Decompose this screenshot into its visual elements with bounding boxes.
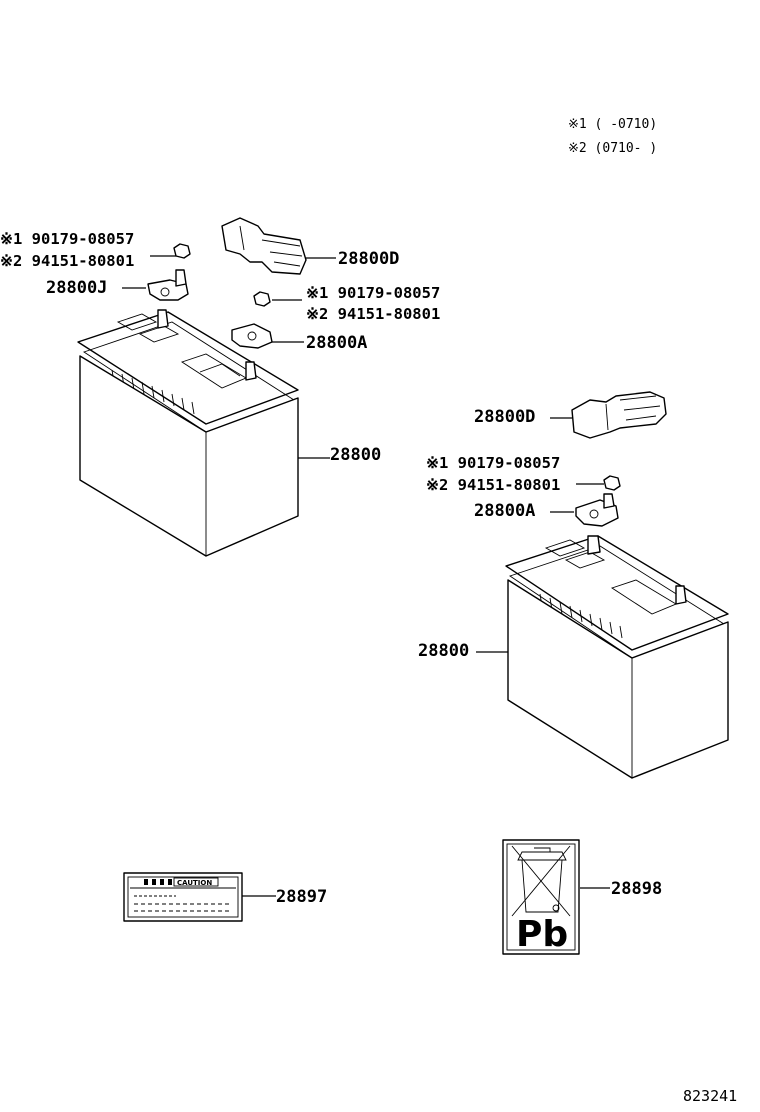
left-terminal-cover-icon — [221, 217, 307, 275]
right-bolt-label-1[interactable]: ※1 90179-08057 — [426, 454, 560, 472]
right-battery-group: 28800D ※1 90179-08057 ※2 94151-80801 288… — [418, 391, 729, 779]
left-bolt-label-1[interactable]: ※1 90179-08057 — [0, 230, 134, 248]
right-cover-label[interactable]: 28800D — [474, 407, 535, 427]
left-battery-icon — [77, 309, 299, 557]
left-battery-label[interactable]: 28800 — [330, 445, 381, 465]
left-terminal-j-label[interactable]: 28800J — [46, 278, 107, 298]
right-battery-label[interactable]: 28800 — [418, 641, 469, 661]
recycle-label-part[interactable]: 28898 — [611, 879, 662, 899]
right-terminal-cover-icon — [571, 391, 667, 439]
terminal-j-icon — [147, 269, 189, 301]
left-bolt-label-2[interactable]: ※2 94151-80801 — [0, 252, 134, 270]
left-battery-group: ※1 90179-08057 ※2 94151-80801 28800J 288… — [0, 217, 440, 557]
recycle-bin-label-icon — [502, 839, 580, 955]
left-nut-icon — [173, 243, 191, 259]
left-cover-label[interactable]: 28800D — [338, 249, 399, 269]
left-terminal-a-label[interactable]: 28800A — [306, 333, 367, 353]
note-2: ※2 (0710- ) — [568, 141, 657, 156]
left-bolt2-label-1[interactable]: ※1 90179-08057 — [306, 284, 440, 302]
caution-label-text: CAUTION — [177, 879, 212, 887]
caution-label-part[interactable]: 28897 — [276, 887, 327, 907]
caution-label-icon — [123, 872, 243, 922]
left-terminal-a-icon — [231, 323, 273, 349]
right-nut-icon — [603, 475, 621, 491]
right-terminal-a-label[interactable]: 28800A — [474, 501, 535, 521]
right-battery-icon — [505, 535, 729, 779]
note-1: ※1 ( -0710) — [568, 117, 657, 132]
right-terminal-a-icon — [575, 493, 619, 527]
left-bolt2-label-2[interactable]: ※2 94151-80801 — [306, 305, 440, 323]
recycle-label-pb: Pb — [516, 914, 568, 955]
right-bolt-label-2[interactable]: ※2 94151-80801 — [426, 476, 560, 494]
figure-id: 823241 — [683, 1087, 737, 1105]
left-nut-2-icon — [253, 291, 271, 307]
